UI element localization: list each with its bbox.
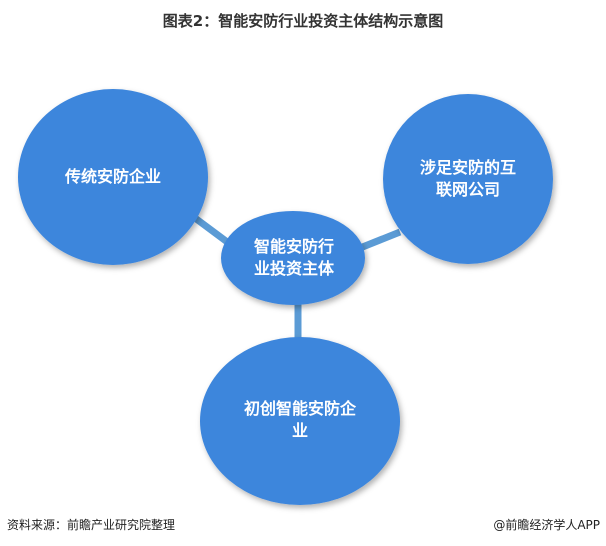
node-center [221, 211, 365, 305]
node-left [18, 89, 208, 265]
node-right-label: 涉足安防的互联网公司 [419, 158, 516, 199]
credit: @前瞻经济学人APP [493, 518, 600, 532]
source-note: 资料来源：前瞻产业研究院整理 [7, 518, 176, 532]
node-right [383, 94, 553, 264]
figure-title: 图表2：智能安防行业投资主体结构示意图 [162, 12, 444, 30]
node-bottom-label: 初创智能安防企业 [243, 399, 356, 440]
node-center-label: 智能安防行业投资主体 [253, 237, 334, 278]
node-left-label: 传统安防企业 [64, 167, 161, 186]
node-bottom [200, 337, 400, 505]
